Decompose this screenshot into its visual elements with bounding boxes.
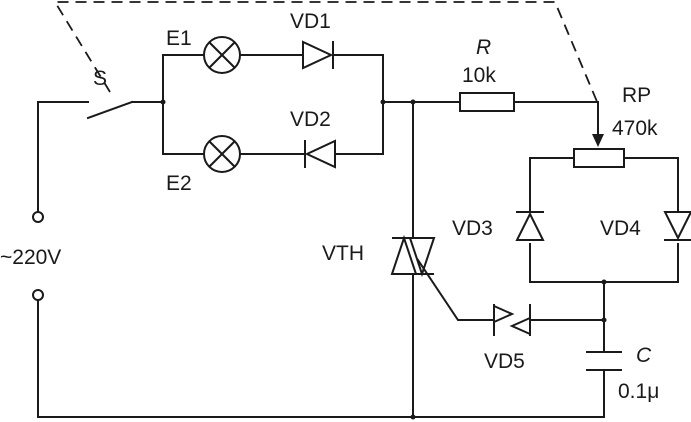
mains-terminal-top bbox=[32, 211, 44, 223]
capacitor-c-symbol bbox=[586, 351, 622, 371]
switch-label: S bbox=[93, 67, 107, 90]
potentiometer-rp-symbol bbox=[573, 109, 625, 168]
resistor-r-symbol bbox=[459, 92, 515, 112]
diac-vd5-symbol bbox=[493, 304, 531, 336]
pot-name-label: RP bbox=[622, 84, 651, 107]
pot-value-label: 470k bbox=[612, 117, 658, 140]
lamp-e1-symbol bbox=[203, 36, 241, 74]
diode-vd4-label: VD4 bbox=[600, 217, 641, 240]
supply-voltage-label: ~220V bbox=[0, 246, 61, 269]
lamp-e2-symbol bbox=[203, 135, 241, 173]
switch-s bbox=[86, 100, 134, 120]
diode-vd3-symbol bbox=[515, 211, 545, 241]
junction-dots bbox=[160, 99, 607, 420]
capacitor-value-label: 0.1μ bbox=[618, 380, 659, 403]
resistor-name-label: R bbox=[476, 36, 491, 59]
triac-vth-symbol bbox=[390, 234, 436, 278]
mains-terminal-bottom bbox=[32, 289, 44, 301]
diode-vd3-label: VD3 bbox=[452, 217, 493, 240]
diode-vd2-symbol bbox=[304, 139, 336, 169]
capacitor-name-label: C bbox=[636, 344, 652, 367]
resistor-value-label: 10k bbox=[462, 64, 496, 87]
wiring bbox=[37, 54, 679, 418]
diode-vd1-label: VD1 bbox=[290, 10, 331, 33]
diode-vd1-symbol bbox=[302, 40, 334, 70]
lamp-e2-label: E2 bbox=[166, 172, 192, 195]
diode-vd4-symbol bbox=[663, 211, 691, 241]
diac-vd5-label: VD5 bbox=[484, 350, 525, 373]
triac-vth-label: VTH bbox=[322, 242, 364, 265]
lamp-e1-label: E1 bbox=[166, 27, 192, 50]
diode-vd2-label: VD2 bbox=[290, 108, 331, 131]
